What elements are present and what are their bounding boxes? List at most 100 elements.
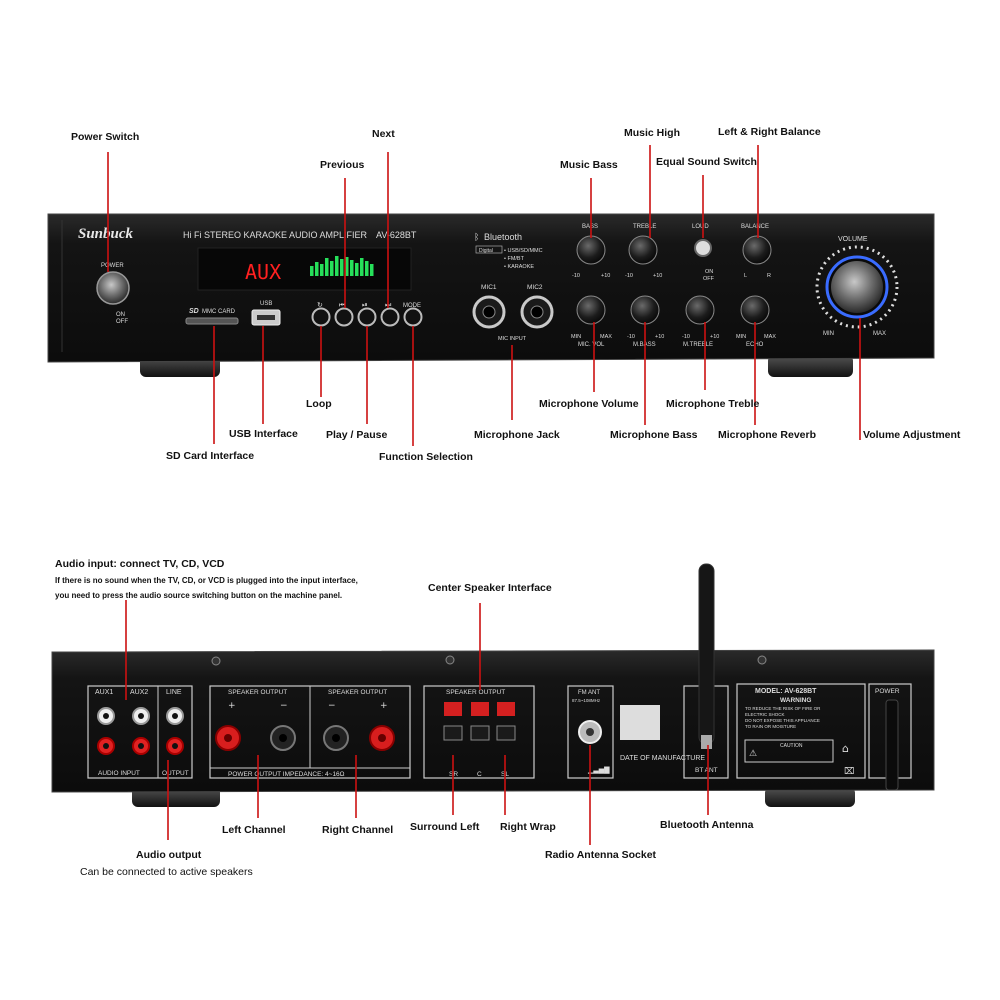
bluetooth-icon: ᛒ [474, 232, 479, 243]
date-sticker [620, 705, 660, 740]
warning-line-3: DO NOT EXPOSE THIS APPLIANCE [745, 718, 820, 723]
audio-io-panel [87, 685, 193, 779]
weee-bin-icon: ⌧ [844, 767, 854, 777]
mic-volume-knob[interactable] [576, 295, 606, 325]
sl-terminal-negative[interactable] [496, 725, 516, 741]
center-speaker-output-title: SPEAKER OUTPUT [446, 689, 505, 696]
power-on-label: ON [116, 312, 125, 318]
echo-knob[interactable] [740, 295, 770, 325]
sr-terminal-negative[interactable] [443, 725, 463, 741]
spectrum-bar [365, 261, 369, 276]
caution-title: CAUTION [780, 743, 803, 749]
label-power-switch: Power Switch [71, 131, 140, 143]
label-bluetooth-antenna: Bluetooth Antenna [660, 819, 754, 831]
svg-text:+: + [228, 701, 236, 711]
rear-power-label: POWER [875, 688, 900, 695]
signal-icon: ▁▃▅▇ [587, 766, 610, 774]
balance-knob-label: BALANCE [741, 224, 769, 230]
audio-input-label: AUDIO INPUT [98, 770, 140, 777]
c-label: C [477, 771, 482, 778]
mic-treble-knob-label: M.TREBLE [683, 342, 713, 348]
treble-knob-label: TREBLE [633, 224, 656, 230]
bluetooth-label: Bluetooth [484, 232, 522, 242]
label-center-speaker: Center Speaker Interface [428, 582, 552, 594]
spring-clip-terminals [443, 702, 516, 741]
label-music-high: Music High [624, 127, 681, 139]
label-right-channel: Right Channel [322, 824, 394, 836]
spectrum-bar [350, 260, 354, 276]
sd-card-slot[interactable] [185, 317, 239, 325]
rear-leader-lines [125, 600, 709, 845]
sl-terminal-positive[interactable] [497, 702, 515, 716]
usb-label: USB [260, 301, 272, 307]
label-equal-sound-switch: Equal Sound Switch [656, 156, 757, 168]
balance-knob[interactable] [742, 235, 772, 265]
power-cord[interactable] [885, 699, 899, 791]
power-button[interactable] [96, 271, 130, 305]
loud-on-label: ON [705, 269, 713, 275]
next-button[interactable] [380, 307, 400, 327]
date-of-manufacture-label: DATE OF MANUFACTURE [620, 755, 705, 762]
volume-knob[interactable] [831, 261, 883, 313]
previous-button[interactable] [334, 307, 354, 327]
balance-l-label: L [744, 273, 747, 279]
front-panel: Sunbuck Hi Fi STEREO KARAOKE AUDIO AMPLI… [47, 213, 935, 377]
center-terminal-negative[interactable] [470, 725, 490, 741]
surround-output-panel [423, 685, 535, 779]
spectrum-bar [325, 258, 329, 276]
treble-knob[interactable] [628, 235, 658, 265]
label-audio-input: Audio input: connect TV, CD, VCD [55, 558, 225, 570]
impedance-label: POWER OUTPUT IMPEDANCE: 4~16Ω [228, 771, 345, 778]
label-surround-left: Surround Left [410, 821, 480, 833]
feature-usb: • USB/SD/MMC [504, 248, 543, 254]
sr-terminal-positive[interactable] [444, 702, 462, 716]
transport-buttons: ↻ ⏮ ⏯ ⏭ MODE [311, 301, 423, 327]
mic-treble-min-label: -10 [682, 334, 690, 340]
sd-logo: SD [189, 308, 199, 315]
power-label: POWER [101, 263, 124, 269]
label-next: Next [372, 128, 395, 140]
loud-switch[interactable] [694, 239, 712, 257]
mic-vol-min-label: MIN [571, 334, 581, 340]
label-audio-input-note-1: If there is no sound when the TV, CD, or… [55, 576, 358, 585]
play-pause-button[interactable] [357, 307, 377, 327]
mic-bass-max-label: +10 [655, 334, 664, 340]
bass-knob-label: BASS [582, 224, 598, 230]
label-loop: Loop [306, 398, 332, 410]
balance-r-label: R [767, 273, 771, 279]
speaker-output-left-title: SPEAKER OUTPUT [228, 689, 287, 696]
bluetooth-antenna[interactable] [698, 563, 715, 745]
label-left-channel: Left Channel [222, 824, 286, 836]
treble-max-label: +10 [653, 273, 662, 279]
mic2-label: MIC2 [527, 284, 543, 291]
aux2-label: AUX2 [130, 689, 148, 696]
fm-range-label: 87.5~108MHz [572, 698, 601, 703]
front-leader-lines [107, 145, 861, 446]
display-text: AUX [245, 260, 281, 284]
mode-button[interactable] [403, 307, 423, 327]
output-label: OUTPUT [162, 770, 189, 777]
brand-logo: Sunbuck [78, 226, 134, 242]
echo-max-label: MAX [764, 334, 776, 340]
label-usb-interface: USB Interface [229, 428, 298, 440]
display-window [197, 247, 412, 291]
treble-min-label: -10 [625, 273, 633, 279]
label-microphone-volume: Microphone Volume [539, 398, 639, 410]
label-left-right-balance: Left & Right Balance [718, 126, 821, 138]
house-icon: ⌂ [842, 742, 849, 755]
mic-treble-knob[interactable] [685, 295, 715, 325]
spectrum-bar [315, 262, 319, 276]
volume-min-label: MIN [823, 331, 834, 337]
center-terminal-positive[interactable] [471, 702, 489, 716]
svg-text:+: + [380, 701, 388, 711]
mic-bass-knob[interactable] [630, 295, 660, 325]
warning-line-2: ELECTRIC SHOCK [745, 712, 785, 717]
label-audio-output: Audio output [136, 849, 202, 861]
label-microphone-jack: Microphone Jack [474, 429, 560, 441]
loop-button[interactable] [311, 307, 331, 327]
mic-bass-min-label: -10 [627, 334, 635, 340]
model-code: AV-628BT [376, 230, 417, 240]
label-sd-card-interface: SD Card Interface [166, 450, 255, 462]
bass-knob[interactable] [576, 235, 606, 265]
